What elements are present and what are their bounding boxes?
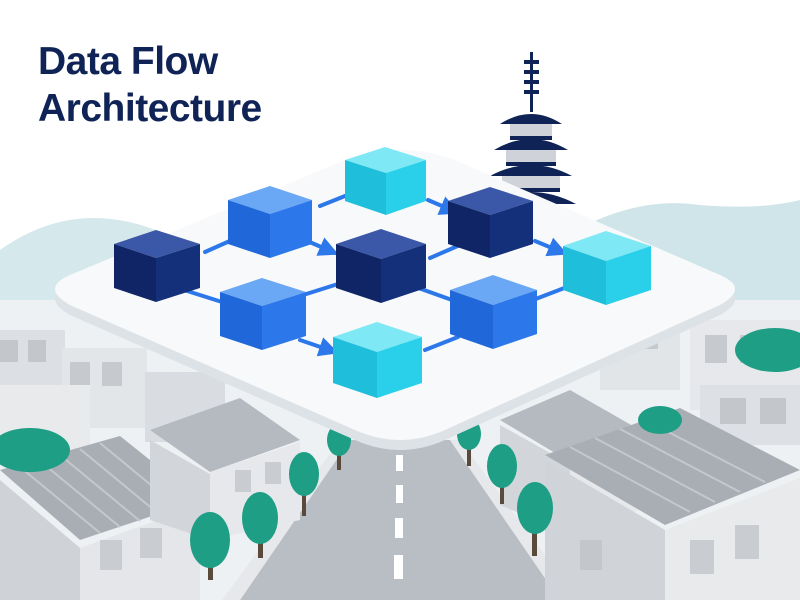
edge [423, 335, 460, 352]
flow-nodes [114, 147, 651, 398]
data-node [563, 231, 651, 305]
data-node [336, 229, 426, 303]
edge [533, 237, 568, 257]
pagoda-tower [486, 52, 576, 222]
data-node [450, 275, 537, 349]
page-title: Data Flow Architecture [38, 38, 262, 132]
edge [203, 238, 234, 254]
title-line-1: Data Flow [38, 40, 218, 83]
edge [298, 337, 339, 357]
title-line-2: Architecture [38, 87, 262, 130]
trees [0, 328, 800, 580]
data-node [220, 278, 306, 350]
data-node [448, 187, 533, 258]
edge [428, 243, 462, 260]
left-buildings [0, 330, 300, 600]
data-node [228, 186, 312, 258]
edge [182, 288, 224, 304]
edge [298, 282, 340, 298]
data-node [333, 322, 422, 398]
data-node [345, 147, 426, 215]
data-node [114, 230, 200, 302]
